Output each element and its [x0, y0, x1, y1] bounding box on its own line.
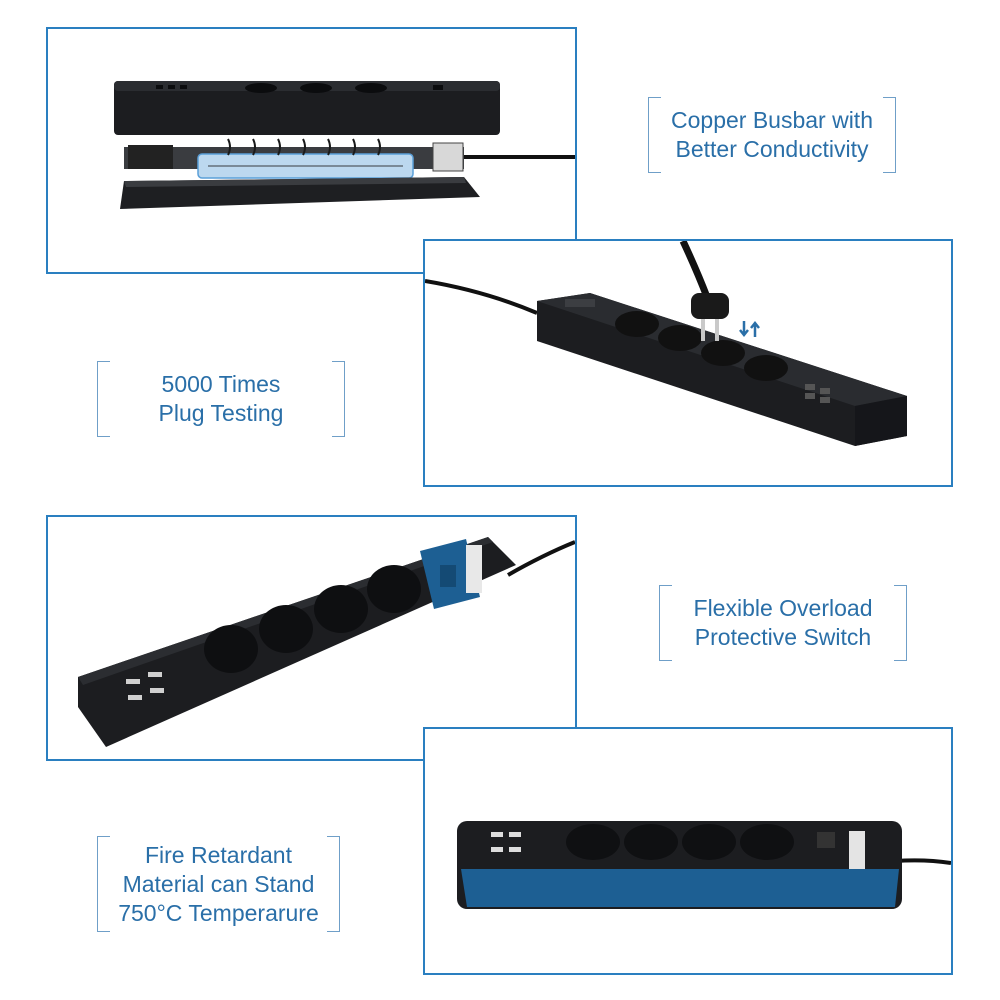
insert-arrows-icon — [739, 320, 760, 338]
feature-image-overload-switch — [46, 515, 577, 761]
caption-text: 5000 Times Plug Testing — [158, 371, 284, 426]
power-cord — [425, 279, 538, 315]
feature-image-fire-retardant — [423, 727, 953, 975]
strip-top-cover — [114, 81, 500, 135]
feature-caption-plug-testing: 5000 Times Plug Testing — [97, 361, 345, 437]
caption-text: Fire Retardant Material can Stand 750°C … — [118, 841, 319, 926]
power-strip-angled — [537, 293, 907, 446]
power-cord — [507, 540, 575, 577]
caption-text: Copper Busbar with Better Conductivity — [671, 107, 873, 162]
plug-icon — [679, 241, 729, 341]
power-strip-angled — [78, 537, 516, 747]
caption-text: Flexible Overload Protective Switch — [693, 595, 873, 650]
feature-caption-fire-retardant: Fire Retardant Material can Stand 750°C … — [97, 836, 340, 932]
feature-image-plug-testing — [423, 239, 953, 487]
feature-image-copper-busbar — [46, 27, 577, 274]
feature-caption-overload-switch: Flexible Overload Protective Switch — [659, 585, 907, 661]
power-cord — [894, 858, 951, 865]
fire-retardant-highlight — [461, 869, 899, 907]
feature-caption-copper-busbar: Copper Busbar with Better Conductivity — [648, 97, 896, 173]
strip-base-tray — [120, 177, 480, 209]
strip-internal-busbar — [124, 138, 575, 179]
overload-switch-highlight — [420, 539, 482, 609]
